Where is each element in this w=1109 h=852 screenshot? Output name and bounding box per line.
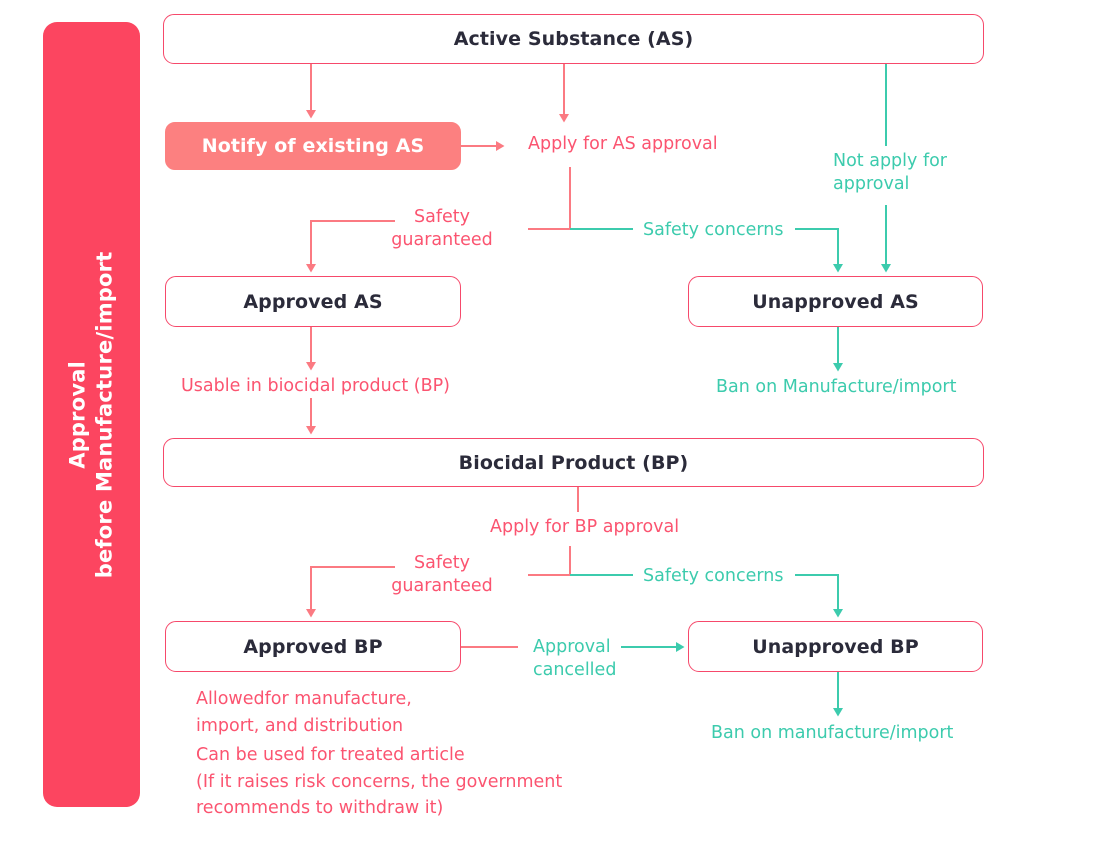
- banner-line-1: Approval: [65, 360, 90, 469]
- edge-label-ban-manufacture-import-as: Ban on Manufacture/import: [716, 377, 957, 397]
- edge-label-safety-concerns-bp: Safety concerns: [643, 566, 784, 586]
- node-unapproved-as[interactable]: Unapproved AS: [688, 276, 983, 327]
- node-unapproved-bp[interactable]: Unapproved BP: [688, 621, 983, 672]
- note-treated-article: Can be used for treated article (If it r…: [196, 745, 563, 819]
- edge-label-safety-guaranteed-as: Safety guaranteed: [391, 207, 493, 251]
- note-allowed-for-manufacture: Allowedfor manufacture, import, and dist…: [196, 689, 412, 736]
- edge-label-approval-cancelled: Approval cancelled: [533, 637, 617, 681]
- edge-label-safety-concerns-as: Safety concerns: [643, 220, 784, 240]
- node-approved-as[interactable]: Approved AS: [165, 276, 461, 327]
- edge-label-safety-guaranteed-bp: Safety guaranteed: [391, 553, 493, 597]
- edge-label-usable-in-biocidal-product: Usable in biocidal product (BP): [181, 376, 450, 396]
- edge-label-apply-for-as-approval: Apply for AS approval: [528, 134, 718, 154]
- node-notify-existing-as[interactable]: Notify of existing AS: [165, 122, 461, 170]
- banner-line-2: before Manufacture/import: [92, 251, 117, 578]
- node-biocidal-product[interactable]: Biocidal Product (BP): [163, 438, 984, 487]
- edge-label-apply-for-bp-approval: Apply for BP approval: [490, 517, 680, 537]
- edge-label-not-apply-for-approval: Not apply for approval: [833, 151, 948, 195]
- node-active-substance[interactable]: Active Substance (AS): [163, 14, 984, 64]
- node-approved-bp[interactable]: Approved BP: [165, 621, 461, 672]
- edge-label-ban-manufacture-import-bp: Ban on manufacture/import: [711, 723, 954, 743]
